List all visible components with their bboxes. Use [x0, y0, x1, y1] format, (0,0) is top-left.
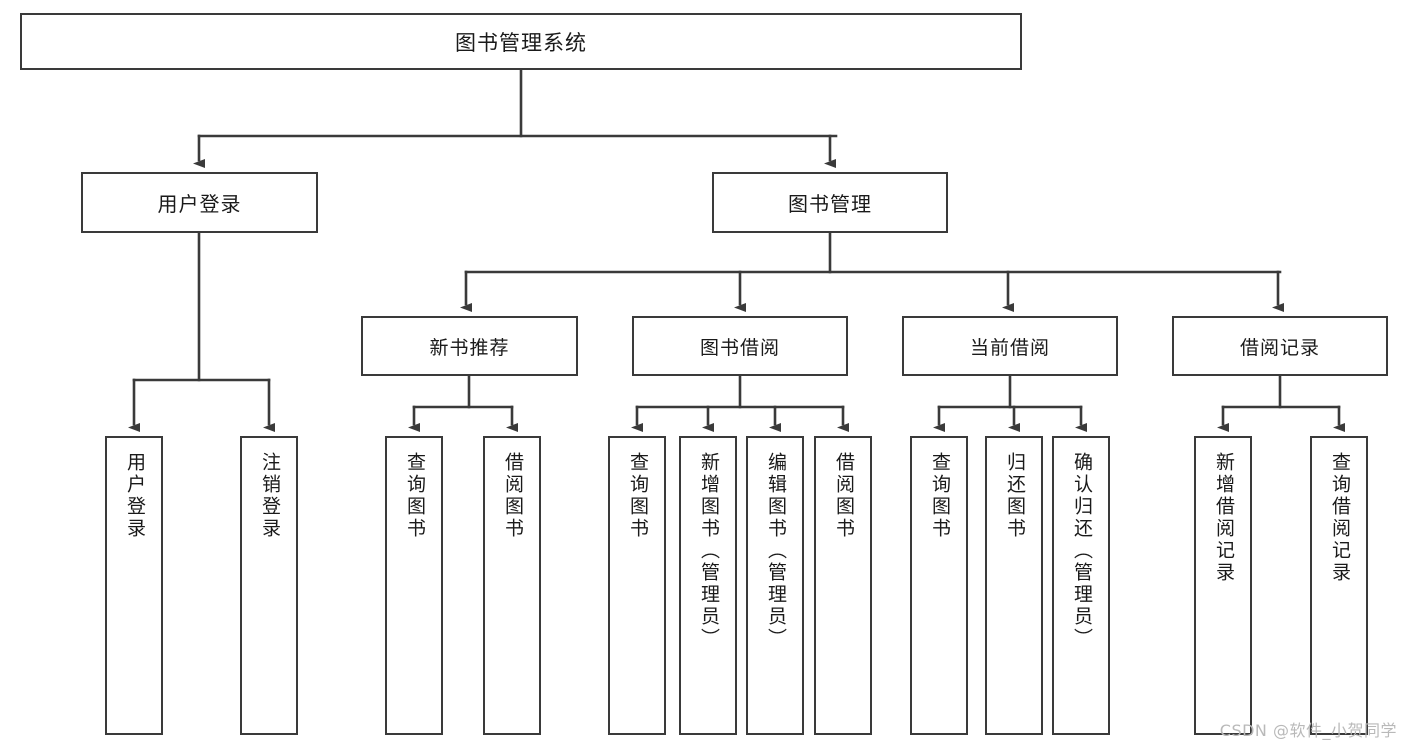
node-leaf-return-book[interactable]: 归还图书 — [985, 436, 1043, 735]
node-leaf-user-login[interactable]: 用户登录 — [105, 436, 163, 735]
node-user-login-label: 用户登录 — [157, 192, 242, 216]
node-leaf-user-logout-label: 注销登录 — [258, 452, 281, 540]
node-book-borrow-label: 图书借阅 — [699, 336, 780, 359]
node-leaf-borrow-book-brw[interactable]: 借阅图书 — [814, 436, 872, 735]
node-leaf-query-record-label: 查询借阅记录 — [1328, 452, 1351, 584]
node-new-book-recommend-label: 新书推荐 — [429, 336, 510, 359]
node-leaf-borrow-book-rec-label: 借阅图书 — [501, 452, 524, 540]
node-book-borrow[interactable]: 图书借阅 — [632, 316, 848, 376]
node-leaf-user-logout[interactable]: 注销登录 — [240, 436, 298, 735]
watermark: CSDN @软件_小贺同学 — [1219, 721, 1397, 740]
node-leaf-query-book-rec-label: 查询图书 — [403, 452, 426, 540]
node-current-borrow-label: 当前借阅 — [969, 336, 1050, 359]
node-leaf-query-book-brw[interactable]: 查询图书 — [608, 436, 666, 735]
node-new-book-recommend[interactable]: 新书推荐 — [361, 316, 578, 376]
node-leaf-query-book-rec[interactable]: 查询图书 — [385, 436, 443, 735]
node-user-login[interactable]: 用户登录 — [81, 172, 318, 233]
node-leaf-borrow-book-rec[interactable]: 借阅图书 — [483, 436, 541, 735]
node-book-manage-label: 图书管理 — [788, 192, 872, 216]
node-leaf-edit-book-label: 编辑图书（管理员） — [764, 452, 787, 650]
node-leaf-add-book-label: 新增图书（管理员） — [697, 452, 720, 650]
node-root-label: 图书管理系统 — [455, 30, 587, 55]
node-leaf-add-record-label: 新增借阅记录 — [1212, 452, 1235, 584]
node-leaf-borrow-book-brw-label: 借阅图书 — [832, 452, 855, 540]
node-leaf-add-record[interactable]: 新增借阅记录 — [1194, 436, 1252, 735]
node-leaf-user-login-label: 用户登录 — [123, 452, 146, 540]
node-root[interactable]: 图书管理系统 — [20, 13, 1022, 70]
node-current-borrow[interactable]: 当前借阅 — [902, 316, 1118, 376]
node-leaf-query-record[interactable]: 查询借阅记录 — [1310, 436, 1368, 735]
node-book-manage[interactable]: 图书管理 — [712, 172, 948, 233]
node-leaf-confirm-return[interactable]: 确认归还（管理员） — [1052, 436, 1110, 735]
node-borrow-record-label: 借阅记录 — [1239, 336, 1320, 359]
node-leaf-return-book-label: 归还图书 — [1003, 452, 1026, 540]
node-leaf-confirm-return-label: 确认归还（管理员） — [1070, 452, 1093, 650]
node-leaf-edit-book[interactable]: 编辑图书（管理员） — [746, 436, 804, 735]
node-leaf-add-book[interactable]: 新增图书（管理员） — [679, 436, 737, 735]
node-borrow-record[interactable]: 借阅记录 — [1172, 316, 1388, 376]
node-leaf-query-book-cur-label: 查询图书 — [928, 452, 951, 540]
node-leaf-query-book-cur[interactable]: 查询图书 — [910, 436, 968, 735]
node-leaf-query-book-brw-label: 查询图书 — [626, 452, 649, 540]
